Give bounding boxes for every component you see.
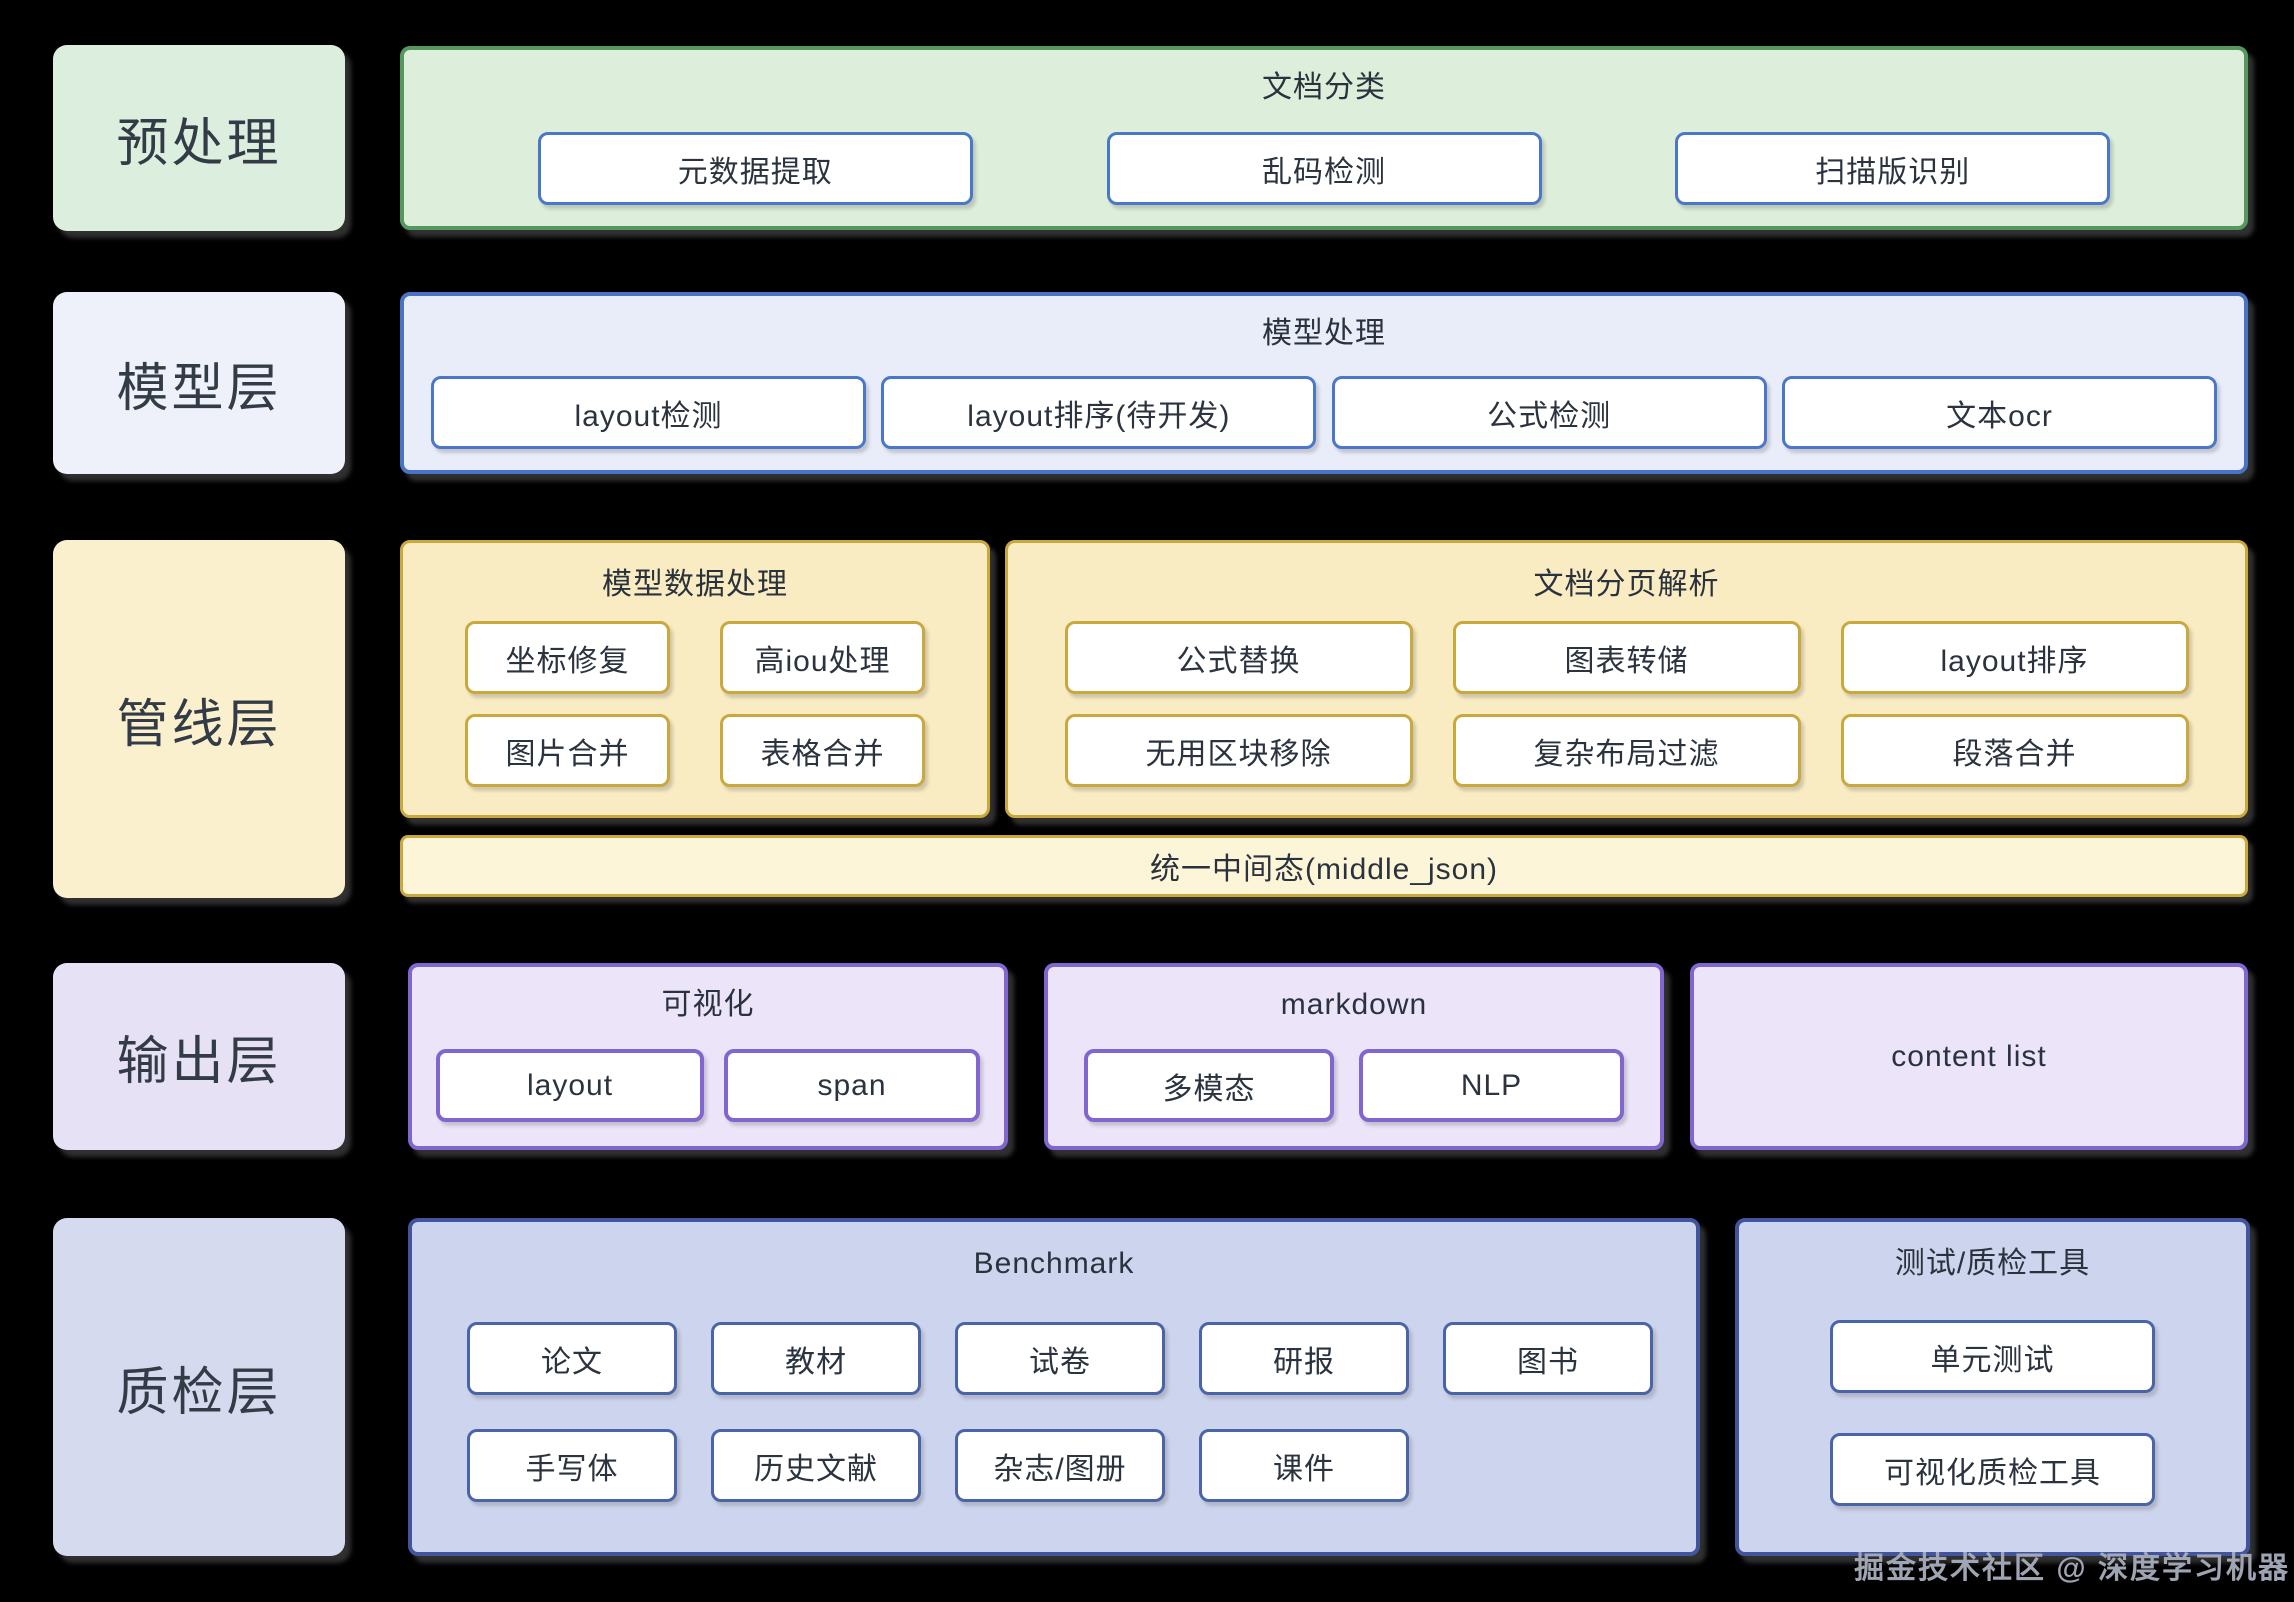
- node-paragraph-merge: 段落合并: [1840, 714, 2189, 787]
- group-visualization: 可视化 layout span: [408, 963, 1008, 1150]
- node-row: 手写体 历史文献 杂志/图册 课件: [412, 1429, 1696, 1502]
- group-title-markdown: markdown: [1280, 988, 1428, 1021]
- layer-label-model: 模型层: [53, 292, 345, 474]
- node-scanned-doc-recognition: 扫描版识别: [1675, 132, 2111, 205]
- node-handwriting: 手写体: [467, 1429, 677, 1502]
- group-title-doc-page-parsing: 文档分页解析: [1533, 568, 1720, 601]
- node-historical-documents: 历史文献: [711, 1429, 921, 1502]
- group-markdown: markdown 多模态 NLP: [1044, 963, 1664, 1150]
- node-complex-layout-filter: 复杂布局过滤: [1452, 714, 1801, 787]
- node-row: layout检测 layout排序(待开发) 公式检测 文本ocr: [404, 376, 2244, 449]
- node-research-reports: 研报: [1199, 1322, 1409, 1395]
- group-benchmark: Benchmark 论文 教材 试卷 研报 图书 手写体 历史文献 杂志/图册 …: [408, 1218, 1700, 1556]
- node-grid: 公式替换 图表转储 layout排序 无用区块移除 复杂布局过滤 段落合并: [1008, 621, 2245, 787]
- group-title-doc-classification: 文档分类: [1262, 71, 1386, 104]
- node-visual-qa-tool: 可视化质检工具: [1830, 1433, 2155, 1506]
- node-coordinate-fix: 坐标修复: [465, 621, 670, 694]
- group-title-model-data-processing: 模型数据处理: [602, 568, 788, 601]
- group-content-list: content list: [1690, 963, 2248, 1150]
- watermark: 掘金技术社区 @ 深度学习机器: [1854, 1552, 2290, 1585]
- node-formula-replacement: 公式替换: [1064, 621, 1413, 694]
- group-title-visualization: 可视化: [661, 988, 755, 1021]
- node-image-merge: 图片合并: [465, 714, 670, 787]
- node-magazines-albums: 杂志/图册: [955, 1429, 1165, 1502]
- group-title-benchmark: Benchmark: [973, 1247, 1135, 1280]
- node-high-iou-processing: 高iou处理: [720, 621, 925, 694]
- node-layout-sorting-todo: layout排序(待开发): [881, 376, 1317, 449]
- node-span-visualization: span: [724, 1049, 980, 1122]
- node-multimodal: 多模态: [1084, 1049, 1334, 1122]
- layer-label-pipeline: 管线层: [53, 540, 345, 898]
- group-test-qa-tools: 测试/质检工具 单元测试 可视化质检工具: [1735, 1218, 2250, 1556]
- node-row: 元数据提取 乱码检测 扫描版识别: [404, 132, 2244, 205]
- node-text-ocr: 文本ocr: [1781, 376, 2217, 449]
- layer-label-preprocess: 预处理: [53, 45, 345, 231]
- node-papers: 论文: [467, 1322, 677, 1395]
- node-exam-papers: 试卷: [955, 1322, 1165, 1395]
- node-formula-detection: 公式检测: [1331, 376, 1767, 449]
- group-doc-page-parsing: 文档分页解析 公式替换 图表转储 layout排序 无用区块移除 复杂布局过滤 …: [1005, 540, 2248, 818]
- node-row: 单元测试: [1739, 1320, 2246, 1393]
- group-title-content-list: content list: [1891, 1039, 2047, 1073]
- node-unit-test: 单元测试: [1830, 1320, 2155, 1393]
- group-model-processing: 模型处理 layout检测 layout排序(待开发) 公式检测 文本ocr: [400, 292, 2248, 474]
- node-row: 论文 教材 试卷 研报 图书: [412, 1322, 1696, 1395]
- layer-label-output: 输出层: [53, 963, 345, 1150]
- node-books: 图书: [1443, 1322, 1653, 1395]
- node-row: 多模态 NLP: [1048, 1049, 1660, 1122]
- group-model-data-processing: 模型数据处理 坐标修复 高iou处理 图片合并 表格合并: [400, 540, 990, 818]
- group-title-model-processing: 模型处理: [1262, 317, 1386, 350]
- node-garbled-text-detection: 乱码检测: [1106, 132, 1542, 205]
- node-textbooks: 教材: [711, 1322, 921, 1395]
- node-grid: 坐标修复 高iou处理 图片合并 表格合并: [403, 621, 987, 787]
- node-layout-visualization: layout: [436, 1049, 704, 1122]
- node-courseware: 课件: [1199, 1429, 1409, 1502]
- node-layout-detection: layout检测: [431, 376, 866, 449]
- node-metadata-extraction: 元数据提取: [537, 132, 973, 205]
- node-chart-dump: 图表转储: [1452, 621, 1801, 694]
- node-table-merge: 表格合并: [720, 714, 925, 787]
- middle-json-bar: 统一中间态(middle_json): [400, 835, 2248, 897]
- group-title-test-qa-tools: 测试/质检工具: [1894, 1247, 2091, 1280]
- node-row: layout span: [412, 1049, 1004, 1122]
- node-layout-sorting: layout排序: [1840, 621, 2189, 694]
- layer-label-qa: 质检层: [53, 1218, 345, 1556]
- node-nlp: NLP: [1359, 1049, 1624, 1122]
- node-useless-block-removal: 无用区块移除: [1064, 714, 1413, 787]
- group-doc-classification: 文档分类 元数据提取 乱码检测 扫描版识别: [400, 46, 2248, 230]
- node-row: 可视化质检工具: [1739, 1433, 2246, 1506]
